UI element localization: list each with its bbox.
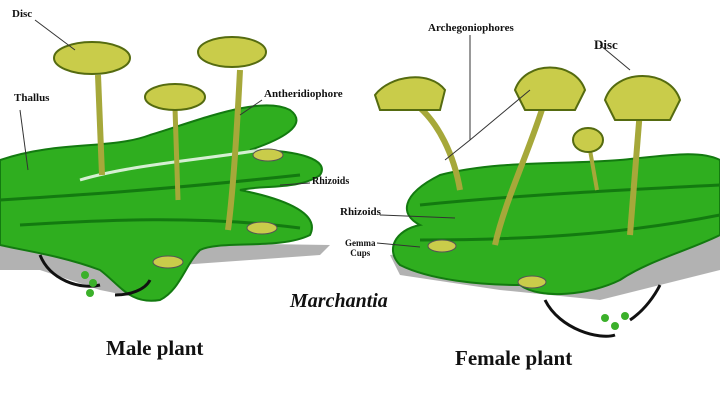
label-cups: Cups: [350, 248, 371, 258]
label-archegoniophores: Archegoniophores: [428, 22, 514, 34]
caption-female-plant: Female plant: [455, 346, 573, 370]
female-archegoniophores: [373, 66, 682, 246]
female-thallus: [390, 153, 720, 338]
diagram-title: Marchantia: [290, 290, 388, 312]
label-leader-lines: [19, 19, 631, 248]
label-rhizoids-female: Rhizoids: [340, 206, 381, 218]
label-thallus: Thallus: [14, 92, 50, 104]
label-antheridiophore: Antheridiophore: [264, 88, 343, 100]
label-rhizoids-male: Rhizoids: [312, 176, 350, 187]
male-antheridiophores: [38, 36, 267, 297]
label-disc-female: Disc: [594, 37, 618, 52]
label-disc-male: Disc: [12, 8, 33, 20]
caption-male-plant: Male plant: [106, 336, 204, 360]
label-gemma-cups: Gemma Cups: [345, 238, 376, 258]
male-thallus: [0, 104, 330, 302]
label-gemma: Gemma: [345, 238, 376, 248]
